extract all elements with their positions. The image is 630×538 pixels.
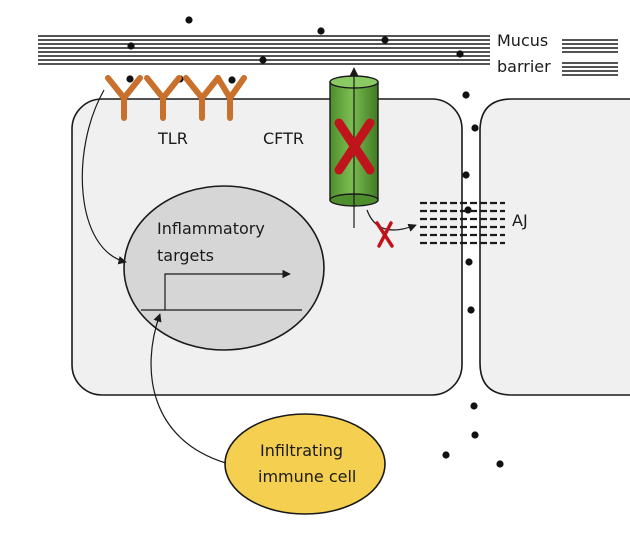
dot-icon (465, 258, 473, 266)
red-x-icon (375, 221, 394, 248)
dot-icon (471, 124, 479, 132)
tlr-signal-arrow (81, 89, 127, 265)
dot-icon (381, 36, 389, 44)
aj-label: AJ (512, 211, 528, 230)
dot-icon (462, 171, 470, 179)
immune-cell-label-line2: immune cell (258, 467, 356, 486)
transcription-start-arrow (164, 269, 291, 310)
mucus-barrier-lines (38, 35, 618, 76)
dot-icon (185, 16, 193, 24)
immune-cell-label-line1: Infiltrating (260, 441, 343, 460)
y-shaped-receptor-icon (144, 75, 182, 121)
red-x-icon (334, 118, 375, 175)
dot-icon (127, 42, 135, 50)
tlr-receptors (105, 75, 247, 121)
dot-icon (456, 50, 464, 58)
epithelial-cell-right (479, 98, 630, 396)
barrier-label: barrier (497, 57, 551, 76)
y-shaped-receptor-icon (215, 75, 247, 121)
dot-icon (126, 75, 134, 83)
cftr-to-aj-arrow (366, 209, 417, 232)
y-shaped-receptor-icon (105, 75, 143, 121)
dot-icon (317, 27, 325, 35)
dot-icon (470, 402, 478, 410)
mucus-label: Mucus (497, 31, 548, 50)
dot-icon (462, 91, 470, 99)
dot-icon (228, 76, 236, 84)
dot-icon (442, 451, 450, 459)
y-shaped-receptor-icon (183, 75, 221, 121)
adherens-junction-lines (420, 201, 505, 245)
nucleus (123, 185, 325, 351)
tlr-label: TLR (157, 129, 188, 148)
immune-signal-arrow (150, 313, 227, 464)
dot-icon (467, 306, 475, 314)
dot-icon (471, 431, 479, 439)
cftr-label: CFTR (263, 129, 304, 148)
bacteria-dots (126, 16, 504, 468)
dot-icon (496, 460, 504, 468)
nucleus-label-line2: targets (157, 246, 214, 265)
nucleus-label-line1: Inflammatory (157, 219, 265, 238)
immune-cell (224, 413, 386, 515)
dot-icon (259, 56, 267, 64)
